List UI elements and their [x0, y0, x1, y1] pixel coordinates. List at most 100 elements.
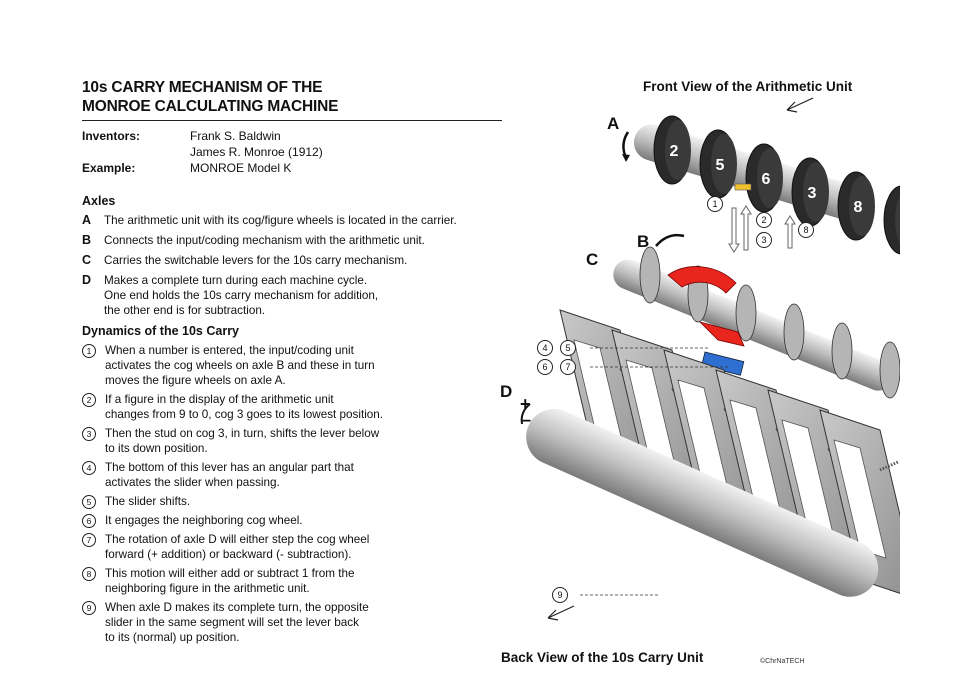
- callout-marker: 1: [707, 196, 723, 212]
- step-item: 2 If a figure in the display of the arith…: [82, 392, 502, 422]
- axle-item: D Makes a complete turn during each machi…: [82, 273, 502, 318]
- axle-text: The arithmetic unit with its cog/figure …: [104, 214, 457, 227]
- axle-text: Connects the input/coding mechanism with…: [104, 234, 425, 247]
- example-value: MONROE Model K: [190, 161, 292, 175]
- callout-marker: 9: [552, 587, 568, 603]
- step-number: 7: [82, 533, 96, 547]
- view-arrow-front: [786, 97, 814, 113]
- label-axle-c: C: [586, 250, 599, 269]
- wheel-digit: 8: [854, 199, 863, 216]
- axle-letter: D: [82, 273, 92, 287]
- axle-text: Makes a complete turn during each machin…: [104, 274, 379, 317]
- inventors-label: Inventors:: [82, 129, 141, 143]
- axle-d-assembly: + −: [520, 394, 879, 621]
- figure-wheel: 0: [883, 185, 900, 255]
- title-line-1: 10s CARRY MECHANISM OF THE: [82, 79, 323, 96]
- step-item: 4 The bottom of this lever has an angular…: [82, 460, 502, 490]
- callout-number: 1: [712, 199, 717, 209]
- callout-number: 6: [542, 362, 547, 372]
- rotation-arrow-b: [655, 233, 685, 247]
- plate-slot: [833, 439, 887, 559]
- step-text: When a number is entered, the input/codi…: [105, 344, 375, 387]
- callout-number: 9: [557, 590, 562, 600]
- inventor-1: Frank S. Baldwin: [190, 129, 281, 143]
- wheel-digit: 5: [716, 157, 725, 174]
- credit-text: ©ChrNaTECH: [760, 658, 805, 665]
- axle-item: A The arithmetic unit with its cog/figure…: [82, 213, 502, 228]
- label-axle-d: D: [500, 382, 513, 401]
- cog-wheel: [735, 284, 757, 342]
- back-view-caption: Back View of the 10s Carry Unit: [501, 650, 704, 665]
- motion-arrows: [728, 205, 796, 253]
- step-number: 5: [82, 495, 96, 509]
- callout-marker: 3: [756, 232, 772, 248]
- step-number: 2: [82, 393, 96, 407]
- callout-marker: 7: [560, 359, 576, 375]
- step-number: 8: [82, 567, 96, 581]
- cog-wheel: [783, 303, 805, 361]
- axle-letter: A: [82, 213, 92, 227]
- callout-marker: 6: [537, 359, 553, 375]
- title-line-2: MONROE CALCULATING MACHINE: [82, 98, 339, 115]
- callout-marker: 4: [537, 340, 553, 356]
- callout-marker: 5: [560, 340, 576, 356]
- step-text: If a figure in the display of the arithm…: [105, 393, 384, 421]
- callout-number: 4: [542, 343, 547, 353]
- dynamics-heading: Dynamics of the 10s Carry: [82, 324, 240, 338]
- callout-number: 7: [565, 362, 570, 372]
- axle-item: B Connects the input/coding mechanism wit…: [82, 233, 502, 248]
- step-text: When axle D makes its complete turn, the…: [105, 601, 369, 644]
- view-arrow-back: [547, 605, 575, 621]
- axle-a-wheels: 2 5 6 3 8 0: [622, 97, 900, 255]
- rotation-arrow-a: [622, 131, 630, 159]
- step-text: The rotation of axle D will either step …: [105, 533, 370, 561]
- cog-wheel: [639, 246, 661, 304]
- text-panel: 10s CARRY MECHANISM OF THE MONROE CALCUL…: [82, 78, 502, 649]
- spring: [879, 460, 899, 472]
- wheel-digit: 6: [762, 171, 771, 188]
- step-number: 3: [82, 427, 96, 441]
- leader-lines: [580, 347, 730, 596]
- figure-wheel: 6: [745, 143, 783, 213]
- axle-letter: B: [82, 233, 92, 247]
- inventor-2: James R. Monroe (1912): [190, 145, 323, 159]
- step-item: 7 The rotation of axle D will either step…: [82, 532, 502, 562]
- axle-d-shaft: [526, 408, 879, 597]
- cog-wheel: [831, 322, 853, 380]
- step-text: The slider shifts.: [105, 495, 191, 508]
- mechanism-drawing: 2 5 6 3 8 0 + −: [520, 97, 900, 621]
- axles-list: A The arithmetic unit with its cog/figure…: [82, 213, 502, 318]
- step-item: 3 Then the stud on cog 3, in turn, shifts…: [82, 426, 502, 456]
- figure-wheel: 2: [653, 115, 691, 185]
- figure-wheel: 8: [837, 171, 875, 241]
- cog-wheel: [879, 341, 900, 399]
- minus-sign: −: [522, 413, 531, 430]
- step-number: 4: [82, 461, 96, 475]
- step-text: Then the stud on cog 3, in turn, shifts …: [105, 427, 380, 455]
- rotation-arrowhead-a: [622, 154, 630, 162]
- axles-heading: Axles: [82, 194, 116, 208]
- callout-number: 3: [761, 235, 766, 245]
- carry-stud: [734, 183, 752, 191]
- axle-letter: C: [82, 253, 92, 267]
- rotation-arrow-d: [520, 403, 531, 425]
- front-view-caption: Front View of the Arithmetic Unit: [643, 79, 853, 94]
- wheel-digit: 3: [808, 185, 817, 202]
- label-axle-a: A: [607, 114, 620, 133]
- step-text: It engages the neighboring cog wheel.: [105, 514, 303, 527]
- figure-wheel: 3: [791, 157, 829, 227]
- step-text: The bottom of this lever has an angular …: [105, 461, 354, 489]
- step-item: 9 When axle D makes its complete turn, th…: [82, 600, 502, 645]
- axle-c-assembly: [613, 233, 900, 399]
- carry-lever-red: [667, 266, 737, 294]
- callout-marker: 8: [798, 222, 814, 238]
- label-axle-b: B: [637, 232, 650, 251]
- figure-wheel: 5: [699, 129, 737, 199]
- step-number: 9: [82, 601, 96, 615]
- carry-lever-red-lower: [698, 321, 745, 347]
- step-item: 5 The slider shifts.: [82, 494, 502, 509]
